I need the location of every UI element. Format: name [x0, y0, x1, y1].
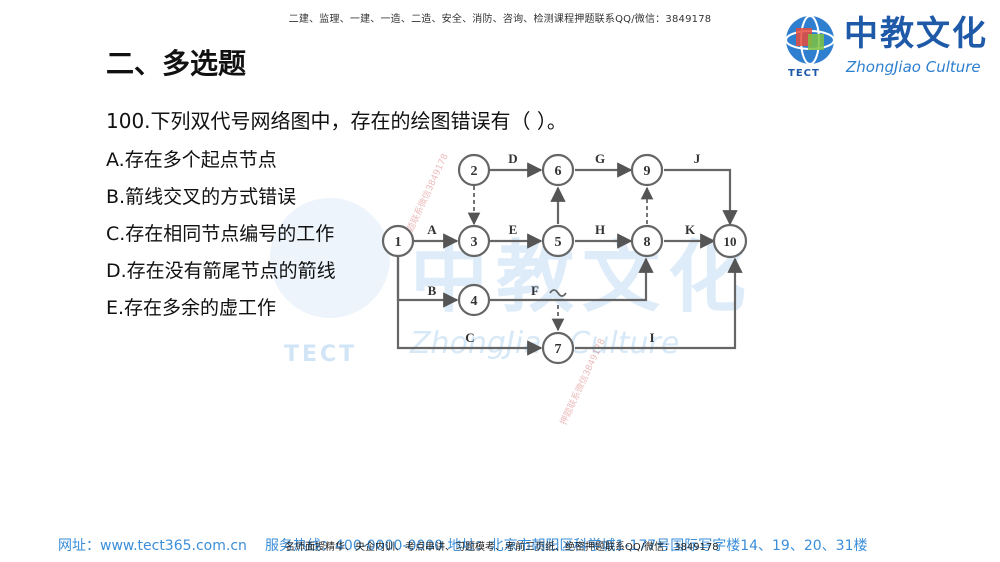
- label-b: B: [428, 283, 437, 298]
- label-j: J: [694, 151, 701, 166]
- node-2: [457, 153, 491, 187]
- label-k: K: [685, 222, 696, 237]
- crossing-bridge: [549, 289, 567, 297]
- watermark-tect: TECT: [284, 342, 358, 367]
- node-10: [712, 223, 748, 259]
- option-c: C.存在相同节点编号的工作: [106, 223, 335, 245]
- option-e: E.存在多余的虚工作: [106, 297, 277, 319]
- node-label-9: 9: [644, 164, 651, 179]
- label-g: G: [595, 151, 605, 166]
- label-h: H: [595, 222, 605, 237]
- label-c: C: [465, 330, 474, 345]
- option-a: A.存在多个起点节点: [106, 149, 277, 171]
- section-title: 二、多选题: [106, 47, 247, 80]
- footer-website: 网址：www.tect365.com.cn: [58, 538, 247, 554]
- node-label-4: 4: [471, 294, 478, 309]
- node-label-10: 10: [724, 234, 737, 249]
- footer-overlay-note: 名师面授精华、央企内训、考点串讲、习题模考、考前三页纸、绝密押题联系QQ/微信：…: [285, 542, 719, 553]
- watermark-globe: [270, 198, 390, 318]
- label-e: E: [509, 222, 518, 237]
- node-4: [457, 283, 491, 317]
- node-8: [630, 224, 664, 258]
- node-label-3: 3: [471, 235, 478, 250]
- label-i: I: [649, 330, 654, 345]
- label-d: D: [508, 151, 517, 166]
- node-label-2: 2: [471, 164, 478, 179]
- logo-english: ZhongJiao Culture: [846, 58, 981, 76]
- node-3: [457, 224, 491, 258]
- arrow-j: [664, 168, 738, 226]
- node-5: [541, 224, 575, 258]
- logo-tect: TECT: [788, 68, 820, 79]
- node-7: [541, 331, 575, 365]
- question-text: 100.下列双代号网络图中，存在的绘图错误有（ ）。: [106, 109, 567, 133]
- brand-logo: TECT 中教文化 ZhongJiao Culture: [782, 12, 992, 80]
- option-d: D.存在没有箭尾节点的箭线: [106, 260, 336, 282]
- top-banner: 二建、监理、一建、一造、二造、安全、消防、咨询、检测课程押题联系QQ/微信：38…: [288, 14, 712, 25]
- network-diagram: A B C D E F G H I J K 1 2 3 4 5 6 7 8 9 …: [381, 151, 748, 365]
- footer-contact: 服务热线：400-0000-0000 地址：北京市朝阳区科学城1-177号国际写…: [265, 538, 868, 554]
- footer: 网址：www.tect365.com.cn 服务热线：400-0000-0000…: [0, 535, 1000, 555]
- option-b: B.箭线交叉的方式错误: [106, 186, 297, 208]
- arrow-i: [575, 257, 743, 350]
- node-6: [541, 153, 575, 187]
- option-list: A.存在多个起点节点 B.箭线交叉的方式错误 C.存在相同节点编号的工作 D.存…: [106, 142, 336, 327]
- node-label-6: 6: [555, 164, 562, 179]
- globe-logo-icon: [785, 15, 835, 65]
- arrow-c: [396, 256, 543, 356]
- node-label-5: 5: [555, 235, 562, 250]
- node-9: [630, 153, 664, 187]
- node-label-7: 7: [555, 342, 562, 357]
- label-a: A: [427, 222, 437, 237]
- arrow-f: [489, 257, 654, 302]
- node-1: [381, 224, 415, 258]
- node-label-8: 8: [644, 235, 651, 250]
- label-f: F: [531, 283, 539, 298]
- node-label-1: 1: [395, 235, 402, 250]
- logo-chinese: 中教文化: [844, 14, 988, 54]
